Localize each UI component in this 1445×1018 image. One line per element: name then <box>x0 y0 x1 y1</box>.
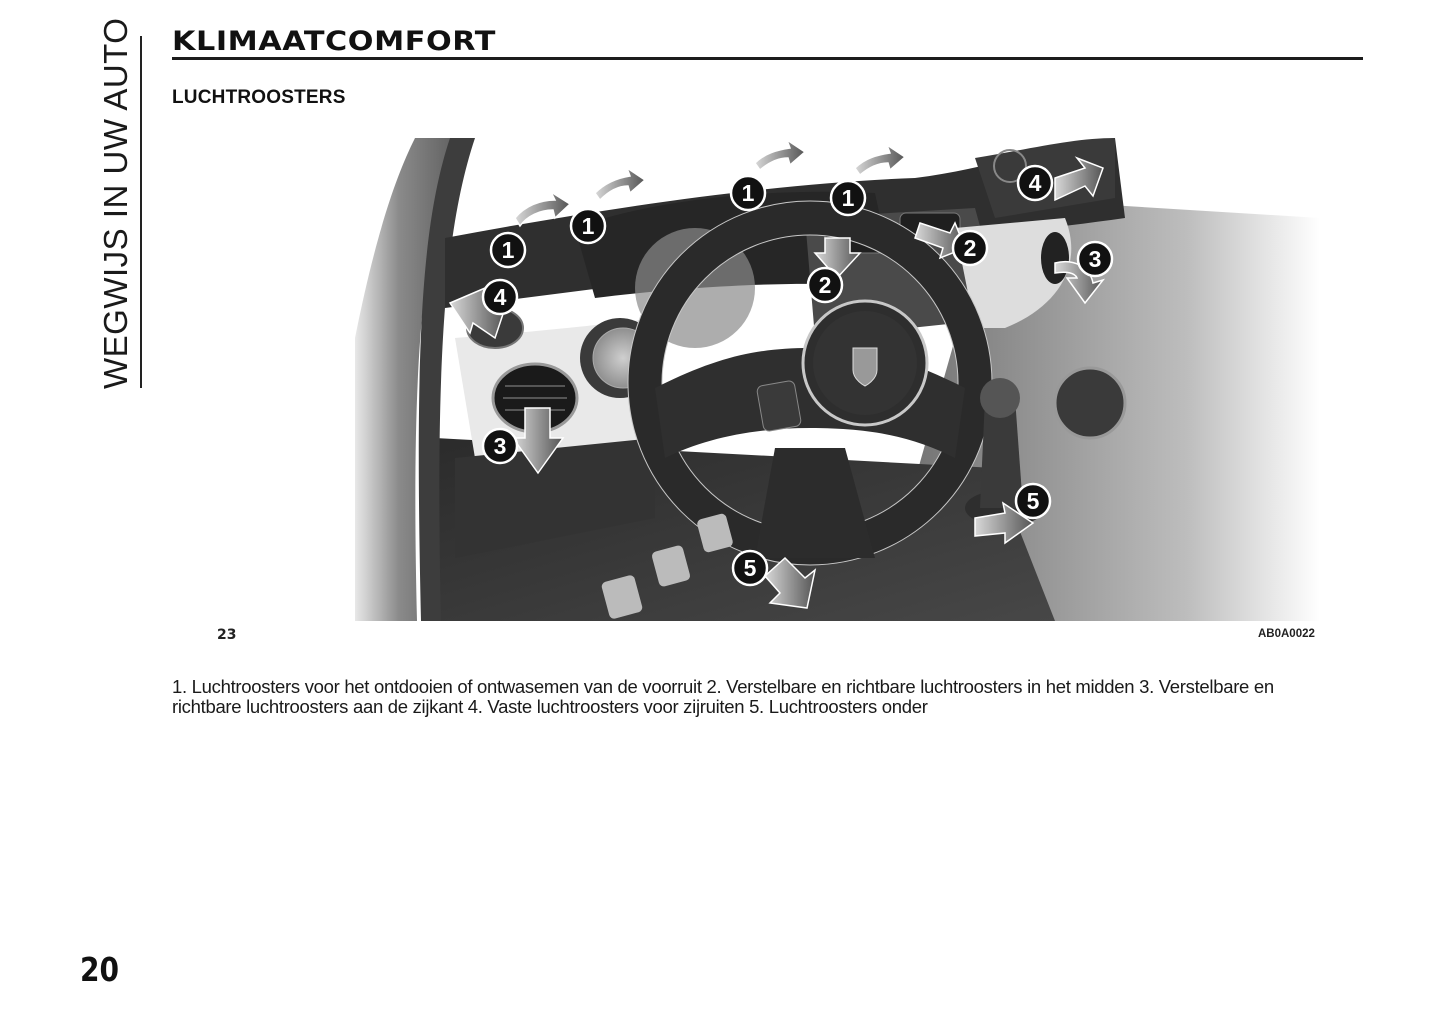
car-interior-drawing: 1 1 1 1 2 2 3 3 4 4 5 5 <box>355 138 1320 621</box>
svg-text:2: 2 <box>819 272 832 298</box>
svg-text:4: 4 <box>1029 170 1042 196</box>
page-number: 20 <box>80 950 120 989</box>
svg-text:1: 1 <box>502 237 515 263</box>
svg-text:5: 5 <box>744 555 757 581</box>
svg-text:1: 1 <box>742 180 755 206</box>
callout-2: 2 <box>951 229 989 267</box>
chapter-title: WEGWIJS IN UW AUTO <box>97 17 134 389</box>
svg-text:2: 2 <box>964 235 977 261</box>
svg-text:3: 3 <box>494 433 507 459</box>
airflow-arrows <box>448 138 1106 609</box>
side-divider <box>140 36 142 388</box>
figure-callouts: 1 1 1 1 2 2 3 3 4 4 5 5 <box>481 164 1114 587</box>
section-title: KLIMAATCOMFORT <box>172 26 496 57</box>
callout-4: 4 <box>1016 164 1054 202</box>
callout-5: 5 <box>731 549 769 587</box>
figure-number: 23 <box>217 627 237 643</box>
figure-caption: 1. Luchtroosters voor het ontdooien of o… <box>172 676 1274 717</box>
svg-text:5: 5 <box>1027 488 1040 514</box>
callout-1: 1 <box>489 231 527 269</box>
callout-1: 1 <box>829 179 867 217</box>
callout-1: 1 <box>729 174 767 212</box>
subsection-title: LUCHTROOSTERS <box>172 87 346 108</box>
title-underline <box>172 57 1363 60</box>
svg-text:1: 1 <box>582 213 595 239</box>
callout-3: 3 <box>1076 240 1114 278</box>
svg-text:1: 1 <box>842 185 855 211</box>
callout-1: 1 <box>569 207 607 245</box>
dashboard-vents-illustration: 1 1 1 1 2 2 3 3 4 4 5 5 <box>355 138 1320 621</box>
svg-text:3: 3 <box>1089 246 1102 272</box>
callout-2: 2 <box>806 266 844 304</box>
callout-4: 4 <box>481 278 519 316</box>
svg-text:4: 4 <box>494 284 507 310</box>
callout-3: 3 <box>481 427 519 465</box>
callout-5: 5 <box>1014 482 1052 520</box>
figure-code: AB0A0022 <box>1258 628 1315 640</box>
chapter-side-tab: WEGWIJS IN UW AUTO <box>96 17 136 389</box>
